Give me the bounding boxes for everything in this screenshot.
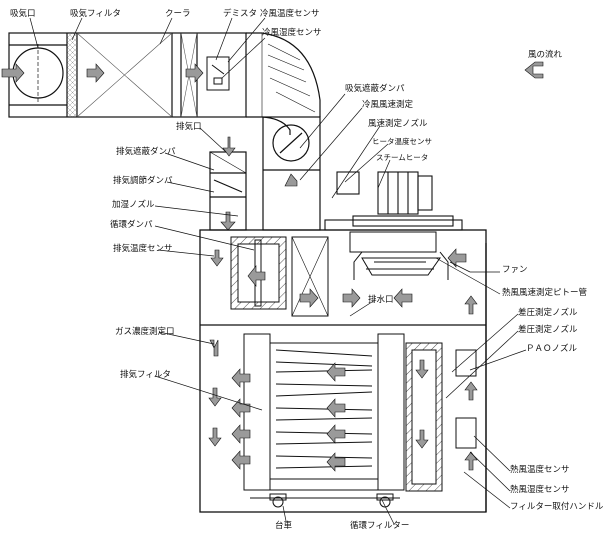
leader-lines: [29, 17, 527, 525]
label-dp-nozzle-2: 差圧測定ノズル: [518, 325, 578, 335]
inner-duct: [291, 236, 329, 317]
label-cold-temp-sensor: 冷風温度センサ: [260, 9, 320, 19]
label-circ-filter: 循環フィルター: [350, 521, 410, 531]
intake-duct: [8, 32, 247, 118]
label-intake-filter: 吸気フィルタ: [70, 9, 121, 19]
label-filter-handle: フィルター取付ハンドル: [510, 502, 604, 512]
label-airflow: 風の流れ: [528, 50, 563, 60]
label-exhaust-shutoff-damper: 排気遮蔽ダンパ: [116, 147, 176, 157]
label-hot-humidity-sensor: 熱風湿度センサ: [510, 485, 570, 495]
filter-assembly: [243, 333, 405, 499]
cold-sensor-box: [206, 56, 230, 91]
pleated-filter: [275, 349, 373, 469]
label-exhaust-control-damper: 排気調節ダンパ: [113, 176, 173, 186]
fan-unit: [349, 231, 449, 280]
intake-filter-hatch: [66, 32, 78, 118]
steam-heater-motor: [324, 171, 463, 231]
label-steam-heater: スチームヒータ: [376, 153, 429, 162]
flow-arrows: [1, 61, 544, 472]
label-heater-temp-sensor: ヒータ温度センサ: [372, 137, 432, 146]
label-demister: デミスタ: [223, 9, 258, 19]
label-hot-pitot: 熱風風速測定ピトー管: [502, 288, 588, 298]
label-humidify-nozzle: 加湿ノズル: [112, 200, 155, 210]
label-dp-nozzle-1: 差圧測定ノズル: [518, 308, 578, 318]
label-exhaust-filter: 排気フィルタ: [120, 370, 171, 380]
label-exhaust-temp-sensor: 排気温度センサ: [113, 244, 173, 254]
label-intake-shutoff-damper: 吸気遮蔽ダンパ: [345, 84, 405, 94]
label-circulation-damper: 循環ダンパ: [110, 220, 153, 230]
elbow-duct: [246, 32, 321, 135]
label-fan: ファン: [502, 265, 528, 275]
right-filter: [405, 342, 477, 492]
label-gas-port: ガス濃度測定口: [115, 327, 175, 337]
label-exhaust-port: 排気口: [176, 122, 202, 132]
label-pao-nozzle: ＰＡＯノズル: [526, 344, 578, 354]
label-speed-nozzle: 風速測定ノズル: [368, 119, 428, 129]
circulation-damper: [230, 236, 287, 310]
cart-wheels: [269, 493, 394, 508]
label-cold-humidity-sensor: 冷風湿度センサ: [262, 28, 322, 38]
label-cooler: クーラ: [165, 9, 191, 19]
label-intake: 吸気口: [10, 9, 36, 19]
label-cold-speed-measure: 冷風風速測定: [362, 100, 414, 110]
label-cart: 台車: [275, 521, 293, 531]
label-hot-temp-sensor: 熱風温度センサ: [510, 465, 570, 475]
label-drain: 排水口: [368, 295, 394, 305]
